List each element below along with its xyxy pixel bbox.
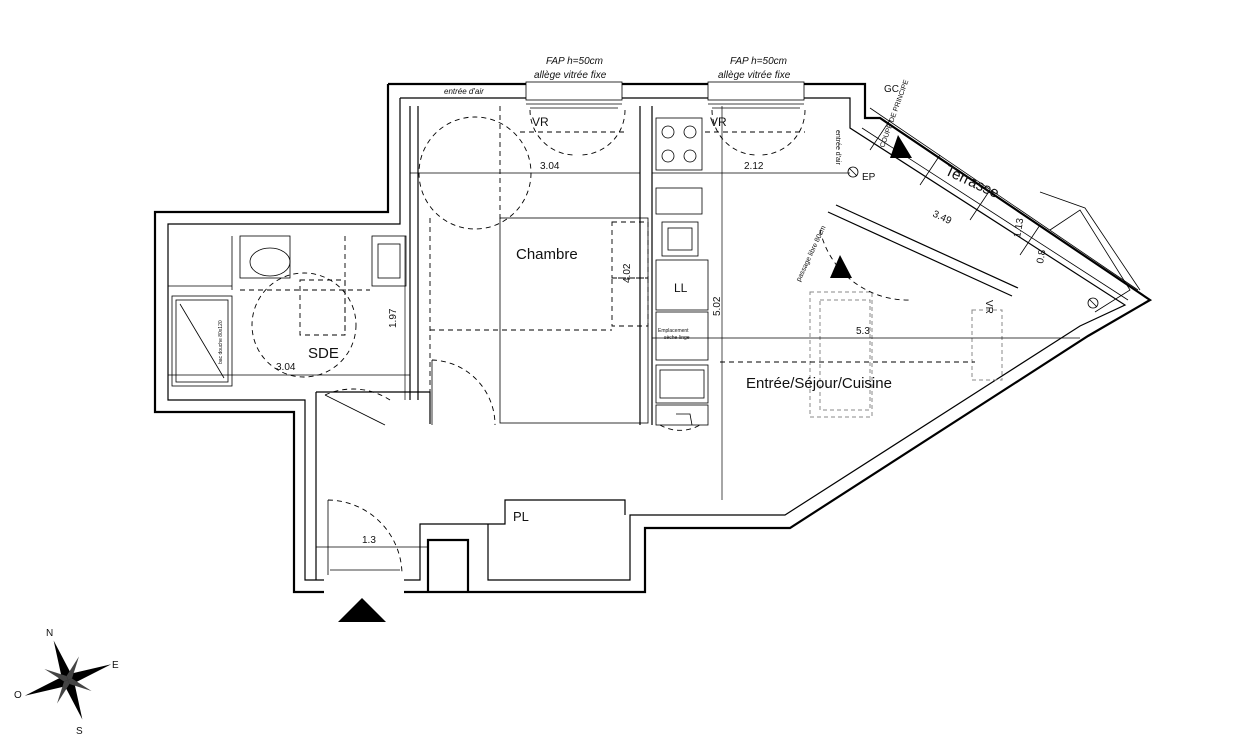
compass-south-label: S <box>76 726 83 737</box>
terrasse-furniture <box>861 107 1141 313</box>
dimension-lines <box>168 106 1080 548</box>
compass-rose-icon <box>24 640 112 720</box>
dim-chambre-width: 3.04 <box>540 161 560 172</box>
note-emplacement-2: sèche-linge <box>664 335 690 341</box>
dim-sde-width: 3.04 <box>276 362 296 373</box>
section-arrow-icon-2 <box>830 255 852 278</box>
dim-terrasse-depth: 1.13 <box>1012 217 1026 239</box>
ep-symbol-icon <box>847 166 1099 309</box>
note-entree-air-top: entrée d'air <box>444 87 484 96</box>
sejour-furniture <box>720 204 1019 418</box>
note-emplacement-1: Emplacement <box>658 328 689 334</box>
dim-sde-depth: 1.97 <box>388 308 399 328</box>
dim-sejour-span: 5.3 <box>856 326 870 337</box>
compass-east-label: E <box>112 660 119 671</box>
compass-west-label: O <box>14 690 22 701</box>
dim-terrasse-length: 3.49 <box>931 209 954 227</box>
room-label-ll: LL <box>674 281 688 295</box>
label-vr-left: VR <box>532 115 549 129</box>
compass-north-label: N <box>46 628 53 639</box>
label-vr-terrace: VR <box>983 300 994 314</box>
entrance-arrow-icon <box>338 598 386 622</box>
note-bac-douche: bac douche 80x120 <box>218 320 224 364</box>
entry-doors <box>324 388 403 576</box>
dim-terrasse-small: 0.8 <box>1035 248 1048 264</box>
room-label-sde: SDE <box>308 345 339 362</box>
chambre-furniture <box>418 106 649 426</box>
dim-sejour-depth: 5.02 <box>712 296 723 316</box>
room-label-terrasse: Terrasse <box>942 162 1001 202</box>
room-label-sejour: Entrée/Séjour/Cuisine <box>746 375 892 392</box>
window-note-right-2: allège vitrée fixe <box>718 70 791 81</box>
label-ep: EP <box>862 172 876 183</box>
exterior-walls <box>153 82 1153 594</box>
dim-chambre-depth: 4.02 <box>622 263 633 283</box>
kitchen-furniture <box>655 109 806 431</box>
room-label-pl: PL <box>513 509 529 524</box>
note-entree-air-side: entrée d'air <box>834 130 841 165</box>
sde-furniture <box>168 235 407 387</box>
window-right <box>707 81 805 109</box>
label-vr-right: VR <box>710 115 727 129</box>
window-note-right-1: FAP h=50cm <box>730 56 787 67</box>
dim-entry-width: 1.3 <box>362 535 376 546</box>
window-note-left-1: FAP h=50cm <box>546 56 603 67</box>
window-left <box>525 81 623 109</box>
note-passage: passage libre 80cm <box>795 225 827 283</box>
section-arrow-icon <box>890 135 912 158</box>
label-gc: GC <box>884 84 899 95</box>
dim-sejour-width: 2.12 <box>744 161 764 172</box>
window-note-left-2: allège vitrée fixe <box>534 70 607 81</box>
room-label-chambre: Chambre <box>516 246 578 263</box>
